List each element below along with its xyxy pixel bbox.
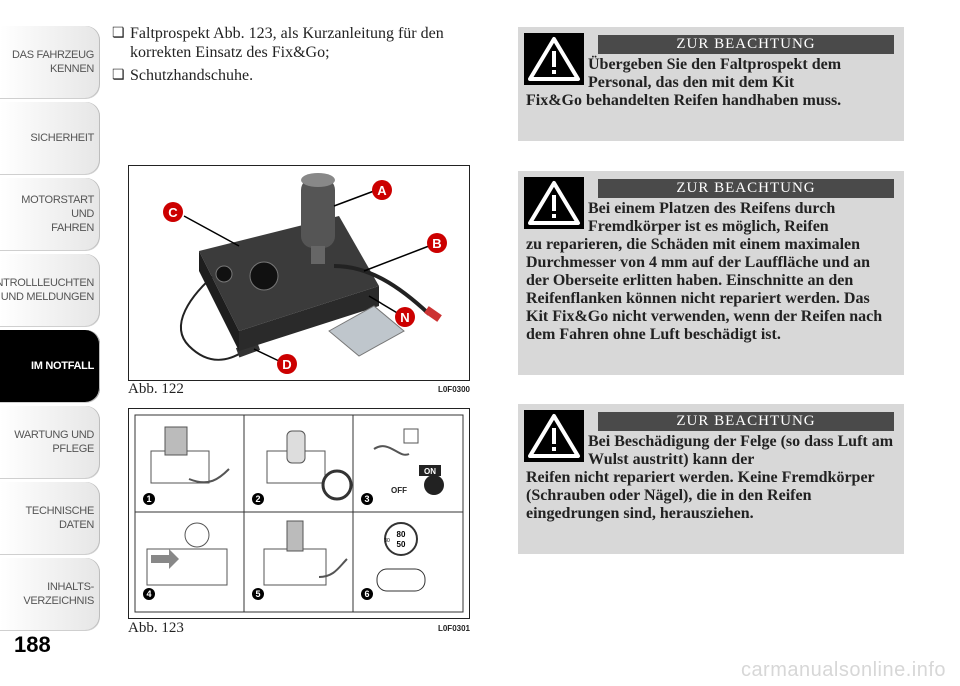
tab-motorstart-und-fahren[interactable]: MOTORSTART UND FAHREN (0, 178, 100, 250)
label-n: N (400, 310, 409, 325)
tab-inhaltsverzeichnis[interactable]: INHALTS- VERZEICHNIS (0, 558, 100, 630)
warning-text: Bei einem Platzen des Reifens durch Frem… (526, 200, 894, 344)
label-a: A (377, 183, 387, 198)
warning-text-first: Bei einem Platzen des Reifens durch Frem… (588, 200, 836, 235)
warning-text-rest: Reifen nicht repariert werden. Keine Fre… (526, 469, 875, 522)
list-item: Faltprospekt Abb. 123, als Kurzanleitung… (112, 24, 482, 62)
label-b: B (432, 236, 441, 251)
bullet-list: Faltprospekt Abb. 123, als Kurzanleitung… (112, 24, 482, 89)
warning-box: ZUR BEACHTUNG Übergeben Sie den Faltpros… (518, 27, 904, 141)
warning-box: ZUR BEACHTUNG Bei einem Platzen des Reif… (518, 171, 904, 375)
off-label: OFF (391, 486, 407, 495)
figure-123-quick-guide: ON OFF 80 50 30 1 2 3 4 5 6 (128, 408, 470, 619)
caption-text: Abb. 122 (128, 381, 184, 397)
tab-label: WARTUNG UND PFLEGE (14, 429, 94, 455)
warning-triangle-icon (524, 410, 584, 462)
on-label: ON (424, 467, 436, 476)
gauge-label-50: 50 (397, 540, 406, 549)
tab-sicherheit[interactable]: SICHERHEIT (0, 102, 100, 174)
tab-label: SICHERHEIT (30, 132, 94, 144)
step-number: 3 (364, 494, 369, 504)
figure-122-compressor-kit: A B C D N (128, 165, 470, 381)
tab-kontrollleuchten-und-meldungen[interactable]: KONTROLLLEUCHTEN UND MELDUNGEN (0, 254, 100, 326)
step-number: 6 (364, 589, 369, 599)
tab-label: MOTORSTART UND FAHREN (21, 194, 94, 234)
warning-triangle-icon (524, 177, 584, 229)
tab-wartung-und-pflege[interactable]: WARTUNG UND PFLEGE (0, 406, 100, 478)
warning-text-rest: zu reparieren, die Schäden mit einem max… (526, 236, 883, 343)
tab-im-notfall[interactable]: IM NOTFALL (0, 330, 100, 402)
watermark: carmanualsonline.info (740, 659, 946, 681)
tab-technische-daten[interactable]: TECHNISCHE DATEN (0, 482, 100, 554)
warning-box: ZUR BEACHTUNG Bei Beschädigung der Felge… (518, 404, 904, 554)
tab-label: KONTROLLLEUCHTEN UND MELDUNGEN (0, 277, 94, 303)
compressor-kit-illustration: A B C D N (163, 173, 447, 374)
step-number: 4 (146, 589, 151, 599)
warning-triangle-icon (524, 33, 584, 85)
warning-title: ZUR BEACHTUNG (598, 412, 894, 431)
figure-123-caption: Abb. 123 L0F0301 (128, 620, 470, 637)
step-number: 1 (146, 494, 151, 504)
step-number: 2 (255, 494, 260, 504)
figure-122-caption: Abb. 122 L0F0300 (128, 381, 470, 398)
figure-code: L0F0301 (437, 624, 470, 633)
warning-text: Übergeben Sie den Faltprospekt dem Perso… (526, 56, 894, 110)
tab-label: DAS FAHRZEUG KENNEN (12, 49, 94, 75)
warning-text-first: Bei Beschädigung der Felge (so dass Luft… (588, 433, 894, 468)
page-number: 188 (14, 632, 51, 657)
warning-text: Bei Beschädigung der Felge (so dass Luft… (526, 433, 894, 523)
figure-code: L0F0300 (437, 385, 470, 394)
tab-das-fahrzeug-kennen[interactable]: DAS FAHRZEUG KENNEN (0, 26, 100, 98)
quick-guide-illustration: ON OFF 80 50 30 1 2 3 4 5 6 (134, 414, 464, 613)
gauge-label-80: 80 (397, 530, 406, 539)
warning-text-rest: Fix&Go behandelten Reifen handhaben muss… (526, 92, 842, 109)
label-d: D (282, 357, 291, 372)
step-number: 5 (255, 589, 260, 599)
gauge-label-30: 30 (384, 538, 390, 544)
tab-label: IM NOTFALL (31, 360, 94, 372)
label-c: C (168, 205, 178, 220)
tab-label: TECHNISCHE DATEN (25, 505, 94, 531)
caption-text: Abb. 123 (128, 620, 184, 636)
tab-label: INHALTS- VERZEICHNIS (23, 581, 94, 607)
warning-title: ZUR BEACHTUNG (598, 179, 894, 198)
list-item: Schutzhandschuhe. (112, 66, 482, 85)
warning-title: ZUR BEACHTUNG (598, 35, 894, 54)
warning-text-first: Übergeben Sie den Faltprospekt dem Perso… (588, 56, 842, 91)
